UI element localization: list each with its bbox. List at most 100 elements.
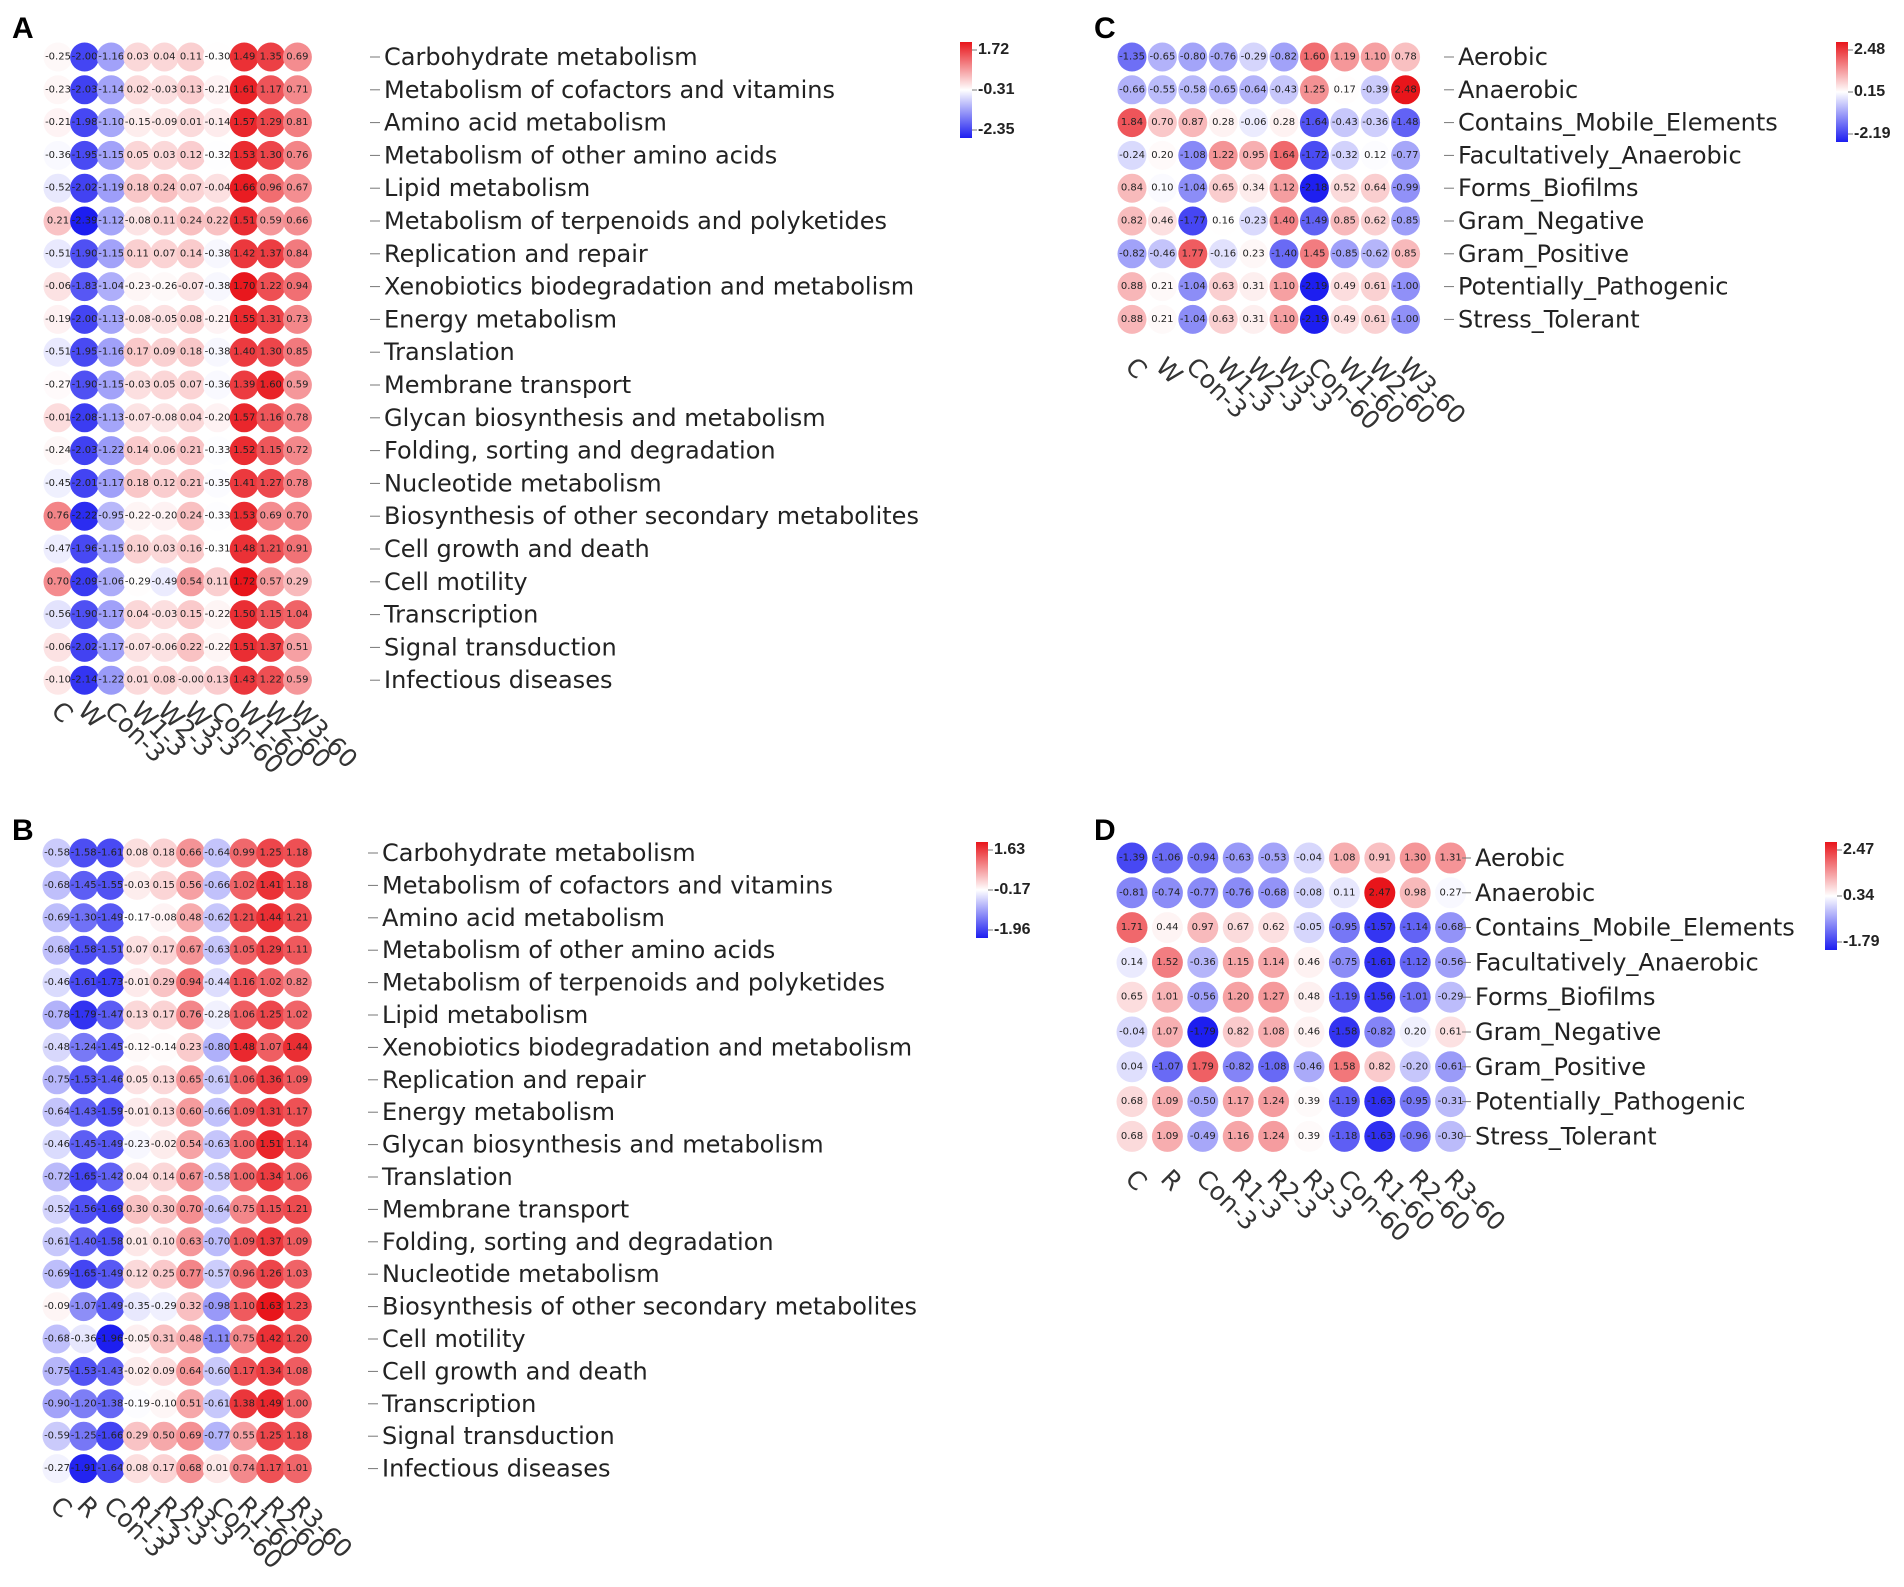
heatmap-cell — [95, 838, 125, 868]
cell-value-label: 0.64 — [1364, 183, 1386, 194]
cell-value-label: 1.49 — [233, 52, 255, 63]
cell-value-label: 1.58 — [1333, 1061, 1355, 1072]
cell-value-label: -1.10 — [98, 117, 124, 128]
heatmap-cell — [256, 870, 286, 900]
heatmap-cell — [70, 403, 100, 433]
cell-value-label: -0.72 — [44, 1172, 70, 1183]
heatmap-cell — [1364, 1086, 1396, 1118]
heatmap-cell — [69, 968, 99, 998]
cell-value-label: 0.69 — [286, 52, 308, 63]
heatmap-cell — [1364, 946, 1396, 978]
cell-value-label: 0.64 — [179, 1366, 201, 1377]
heatmap-cell — [42, 968, 72, 998]
cell-value-label: 0.67 — [179, 945, 201, 956]
heatmap-cell — [1328, 1120, 1360, 1152]
heatmap-cell — [149, 501, 179, 531]
heatmap-cell — [1328, 946, 1360, 978]
cell-value-label: -0.23 — [45, 84, 71, 95]
heatmap-cell — [1187, 877, 1219, 909]
cell-value-label: -1.17 — [98, 642, 124, 653]
heatmap-cell — [256, 304, 286, 334]
heatmap-cell — [1258, 981, 1290, 1013]
cell-value-label: 0.03 — [153, 544, 175, 555]
cell-value-label: -1.08 — [1261, 1061, 1287, 1072]
heatmap-cell — [43, 600, 73, 630]
cell-value-label: 0.67 — [1227, 922, 1249, 933]
cell-value-label: 0.22 — [206, 216, 228, 227]
heatmap-cell — [149, 108, 179, 138]
cell-value-label: 1.37 — [260, 248, 282, 259]
heatmap-cell — [176, 108, 206, 138]
cell-value-label: 0.11 — [1333, 887, 1355, 898]
heatmap-cell — [1328, 842, 1360, 874]
cell-value-label: -2.03 — [72, 445, 98, 456]
heatmap-cell — [202, 903, 232, 933]
heatmap-cell — [43, 632, 73, 662]
cell-value-label: -0.58 — [44, 848, 70, 859]
cell-value-label: 1.38 — [233, 1398, 255, 1409]
row-label: Membrane transport — [382, 1195, 629, 1223]
cell-value-label: 0.65 — [1212, 183, 1234, 194]
cell-value-label: -0.15 — [125, 117, 151, 128]
heatmap-cell — [203, 534, 233, 564]
cell-value-label: -0.05 — [1296, 922, 1322, 933]
heatmap-cell — [1208, 272, 1238, 302]
cell-value-label: -0.32 — [1332, 150, 1358, 161]
cell-value-label: 1.15 — [259, 1204, 281, 1215]
heatmap-cell — [149, 206, 179, 236]
cell-value-label: -1.91 — [71, 1463, 97, 1474]
legend-label: -2.19 — [1854, 125, 1891, 142]
heatmap-cell — [1147, 173, 1177, 203]
legend-label: -2.35 — [978, 121, 1015, 138]
cell-value-label: -0.44 — [204, 977, 230, 988]
cell-value-label: -0.46 — [1149, 248, 1175, 259]
cell-value-label: 1.39 — [233, 380, 255, 391]
heatmap-cell — [1364, 1016, 1396, 1048]
cell-value-label: -0.59 — [44, 1431, 70, 1442]
heatmap-cell — [1187, 1086, 1219, 1118]
heatmap-cell — [202, 1097, 232, 1127]
heatmap-cell — [1293, 912, 1325, 944]
heatmap-cell — [176, 1130, 205, 1160]
cell-value-label: 1.29 — [259, 945, 281, 956]
cell-value-label: 0.55 — [233, 1431, 255, 1442]
heatmap-cell — [1239, 239, 1269, 269]
heatmap-cell — [1299, 206, 1329, 236]
cell-value-label: 0.56 — [179, 880, 201, 891]
heatmap-cell — [43, 665, 73, 695]
heatmap-cell — [1151, 877, 1183, 909]
cell-value-label: -0.24 — [1119, 150, 1145, 161]
heatmap-cell — [229, 42, 259, 72]
heatmap-cell — [69, 1259, 99, 1289]
cell-value-label: -0.31 — [1438, 1096, 1464, 1107]
cell-value-label: 0.07 — [180, 380, 202, 391]
heatmap-cell — [203, 632, 233, 662]
heatmap-cell — [1178, 206, 1208, 236]
cell-value-label: -1.04 — [98, 281, 124, 292]
heatmap-cell — [1330, 206, 1360, 236]
heatmap-cell — [149, 140, 179, 170]
heatmap-cell — [43, 370, 73, 400]
cell-value-label: -1.96 — [72, 544, 98, 555]
heatmap-cell — [123, 272, 153, 302]
cell-value-label: 0.30 — [126, 1204, 148, 1215]
heatmap-cell — [1239, 42, 1269, 72]
cell-value-label: -1.61 — [1367, 957, 1393, 968]
cell-value-label: -1.96 — [97, 1334, 123, 1345]
heatmap-cell — [256, 1097, 286, 1127]
heatmap-cell — [43, 239, 73, 269]
heatmap-cell — [1151, 1086, 1183, 1118]
cell-value-label: -1.57 — [1367, 922, 1393, 933]
heatmap-cell — [1187, 946, 1219, 978]
cell-value-label: -0.85 — [1332, 248, 1358, 259]
heatmap-cell — [1360, 42, 1390, 72]
cell-value-label: 1.25 — [259, 1010, 281, 1021]
heatmap-cell — [1239, 272, 1269, 302]
cell-value-label: -0.08 — [125, 216, 151, 227]
cell-value-label: -0.22 — [205, 609, 231, 620]
cell-value-label: 0.10 — [153, 1236, 175, 1247]
cell-value-label: -1.00 — [1393, 314, 1419, 325]
cell-value-label: -1.14 — [1402, 922, 1428, 933]
cell-value-label: 1.01 — [1156, 992, 1178, 1003]
cell-value-label: -0.29 — [151, 1301, 177, 1312]
